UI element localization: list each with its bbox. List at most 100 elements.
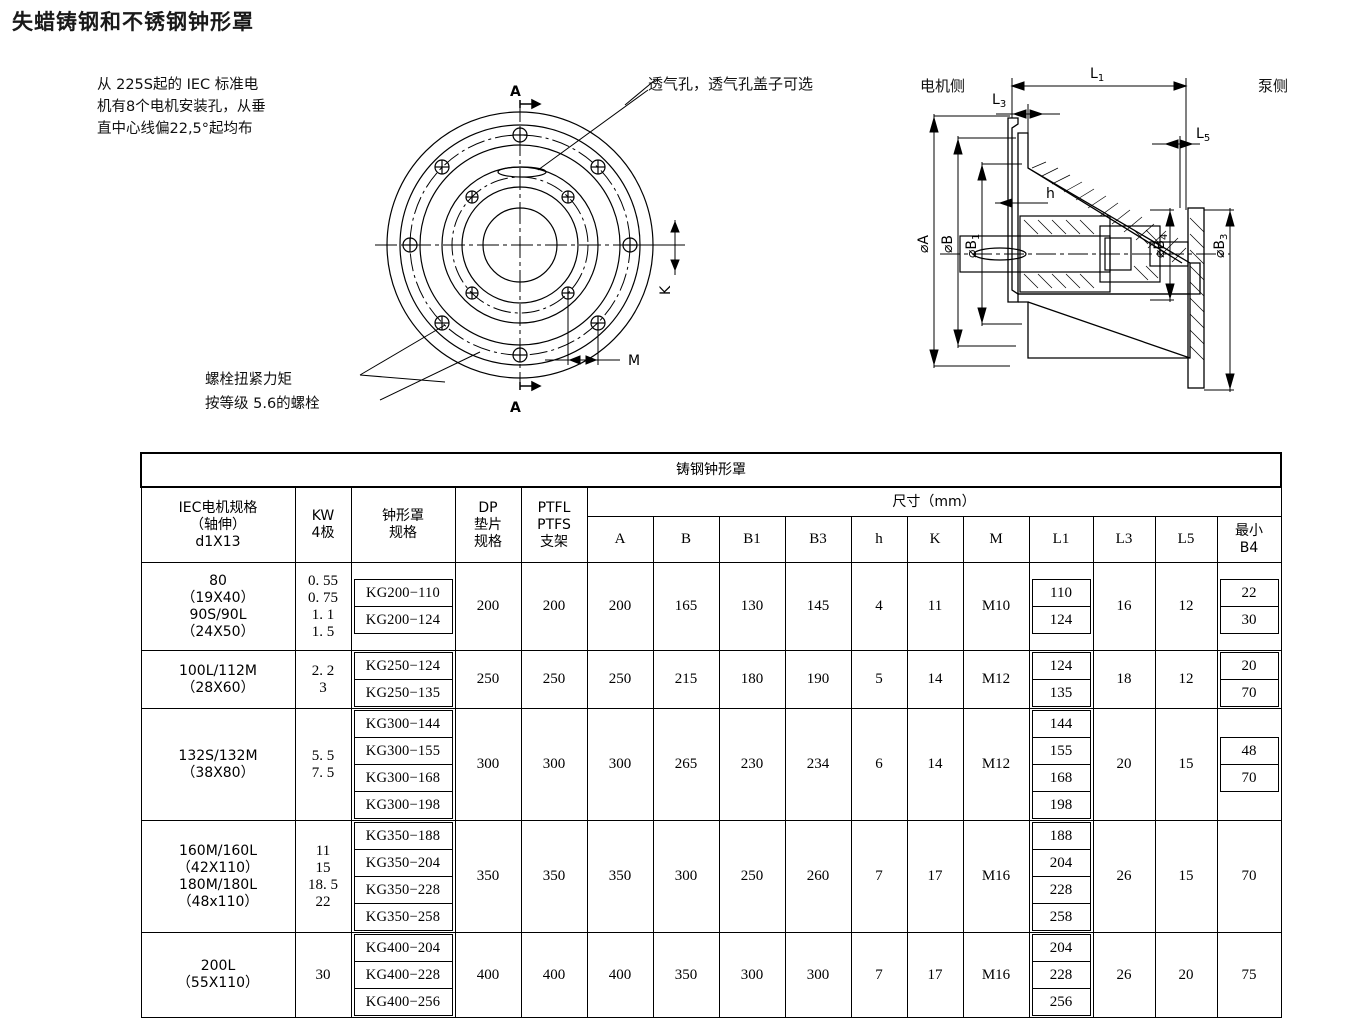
th-a: A (586, 516, 654, 563)
cell-bell-housing-item: KG300−198 (353, 791, 453, 819)
cell-h: 4 (850, 562, 908, 651)
cell-h: 5 (850, 650, 908, 709)
cell-b4-min: 75 (1216, 932, 1282, 1018)
cell-l1-item: 144 (1031, 710, 1091, 738)
coupling-hatching (1023, 219, 1159, 289)
cell-ptfl-bracket: 200 (520, 562, 588, 651)
dim-diameters-left (929, 114, 1022, 368)
cell-bell-housing-item: KG300−155 (353, 737, 453, 765)
cell-b3: 145 (784, 562, 852, 651)
cell-l1-item: 124 (1031, 652, 1091, 680)
cell-b4-min-item: 20 (1219, 652, 1279, 680)
dim-label-k: K (658, 285, 674, 295)
cell-b: 215 (652, 650, 720, 709)
cell-dp-gasket: 400 (454, 932, 522, 1018)
th-iec-motor: IEC电机规格 （轴伸） d1X13 (140, 486, 296, 563)
cell-l5: 20 (1154, 932, 1218, 1018)
th-m: M (962, 516, 1030, 563)
th-dp-gasket: DP 垫片 规格 (454, 486, 522, 563)
dim-label-dia-a: ⌀A (916, 235, 932, 253)
cell-dp-gasket: 200 (454, 562, 522, 651)
center-lines (375, 100, 665, 390)
cell-l1-item: 204 (1031, 849, 1091, 877)
cell-m: M16 (962, 932, 1030, 1018)
cell-l1-item: 188 (1031, 822, 1091, 850)
dim-label-l1: L1 (1090, 66, 1104, 84)
dim-k (630, 220, 685, 275)
cell-ptfl-bracket: 300 (520, 708, 588, 821)
dim-label-dia-b4: ⌀B4 (1152, 234, 1170, 258)
note-vent-hole: 透气孔，透气孔盖子可选 (648, 75, 814, 93)
cell-bell-housing-item: KG350−228 (353, 876, 453, 904)
cell-kw: 11 15 18. 5 22 (294, 820, 352, 933)
section-view-drawing: L1 L3 L5 h ⌀A ⌀B ⌀B1 (916, 66, 1235, 392)
cell-bell-housing-item: KG400−228 (353, 961, 453, 989)
cell-ptfl-bracket: 400 (520, 932, 588, 1018)
cell-bell-housing-item: KG200−124 (353, 606, 453, 634)
cell-bell-housing-item: KG350−188 (353, 822, 453, 850)
cell-ptfl-bracket: 350 (520, 820, 588, 933)
cell-l1-item: 198 (1031, 791, 1091, 819)
cell-bell-housing-item: KG250−135 (353, 679, 453, 707)
cell-l1-item: 135 (1031, 679, 1091, 707)
cell-l1-item: 256 (1031, 988, 1091, 1016)
cell-l3: 26 (1092, 932, 1156, 1018)
dim-label-l5: L5 (1196, 126, 1210, 144)
table-title: 铸钢钟形罩 (140, 452, 1282, 488)
cell-bell-housing-item: KG350−258 (353, 903, 453, 931)
cell-iec-motor: 132S/132M （38X80） (140, 708, 296, 821)
cell-l1-item: 168 (1031, 764, 1091, 792)
cell-b: 350 (652, 932, 720, 1018)
cell-b3: 260 (784, 820, 852, 933)
cell-b4-min-item: 30 (1219, 606, 1279, 634)
section-label-a-bottom: A (510, 400, 521, 416)
cell-k: 14 (906, 650, 964, 709)
dim-label-dia-b3: ⌀B3 (1212, 234, 1230, 258)
cell-b3: 190 (784, 650, 852, 709)
table-title-row: 铸钢钟形罩 (140, 452, 1282, 488)
cell-bell-housing-item: KG300−168 (353, 764, 453, 792)
cell-l3: 26 (1092, 820, 1156, 933)
cell-m: M12 (962, 708, 1030, 821)
table-header-row-2: A B B1 B3 h K M L1 L3 L5 最小 B4 (141, 516, 1282, 563)
th-l3: L3 (1092, 516, 1156, 563)
bell-housing-lower (1018, 293, 1191, 359)
cell-m: M16 (962, 820, 1030, 933)
cell-l1-item: 155 (1031, 737, 1091, 765)
page-title: 失蜡铸钢和不锈钢钟形罩 (12, 10, 254, 34)
motor-flange (1007, 117, 1019, 303)
pump-flange (1187, 207, 1205, 389)
th-l1: L1 (1028, 516, 1094, 563)
dim-label-dia-b1: ⌀B1 (964, 234, 982, 258)
cell-a: 250 (586, 650, 654, 709)
cell-b: 165 (652, 562, 720, 651)
cell-b1: 300 (718, 932, 786, 1018)
th-b: B (652, 516, 720, 563)
table-row: 80 （19X40） 90S/90L （24X50）0. 55 0. 75 1.… (140, 562, 1282, 651)
note-iec-motor-holes: 从 225S起的 IEC 标准电机有8个电机安装孔，从垂直中心线偏22,5°起均… (97, 77, 266, 137)
th-ptfl-bracket: PTFL PTFS 支架 (520, 486, 588, 563)
vent-hole-slot (497, 166, 547, 178)
cell-b: 300 (652, 820, 720, 933)
th-bell-housing: 钟形罩 规格 (350, 486, 456, 563)
th-b1: B1 (718, 516, 786, 563)
cell-iec-motor: 160M/160L （42X110） 180M/180L （48x110） (140, 820, 296, 933)
note-bolt-torque: 螺栓扭紧力矩 按等级 5.6的螺栓 (205, 372, 320, 412)
th-dimensions-group: 尺寸（mm） (586, 486, 1282, 517)
cell-b: 265 (652, 708, 720, 821)
cell-bell-housing-item: KG250−124 (353, 652, 453, 680)
cell-h: 7 (850, 820, 908, 933)
cell-a: 350 (586, 820, 654, 933)
label-pump-side: 泵侧 (1258, 77, 1289, 95)
th-kw: KW 4极 (294, 486, 352, 563)
dim-diameters-right (1150, 208, 1235, 392)
dim-h (995, 198, 1048, 208)
